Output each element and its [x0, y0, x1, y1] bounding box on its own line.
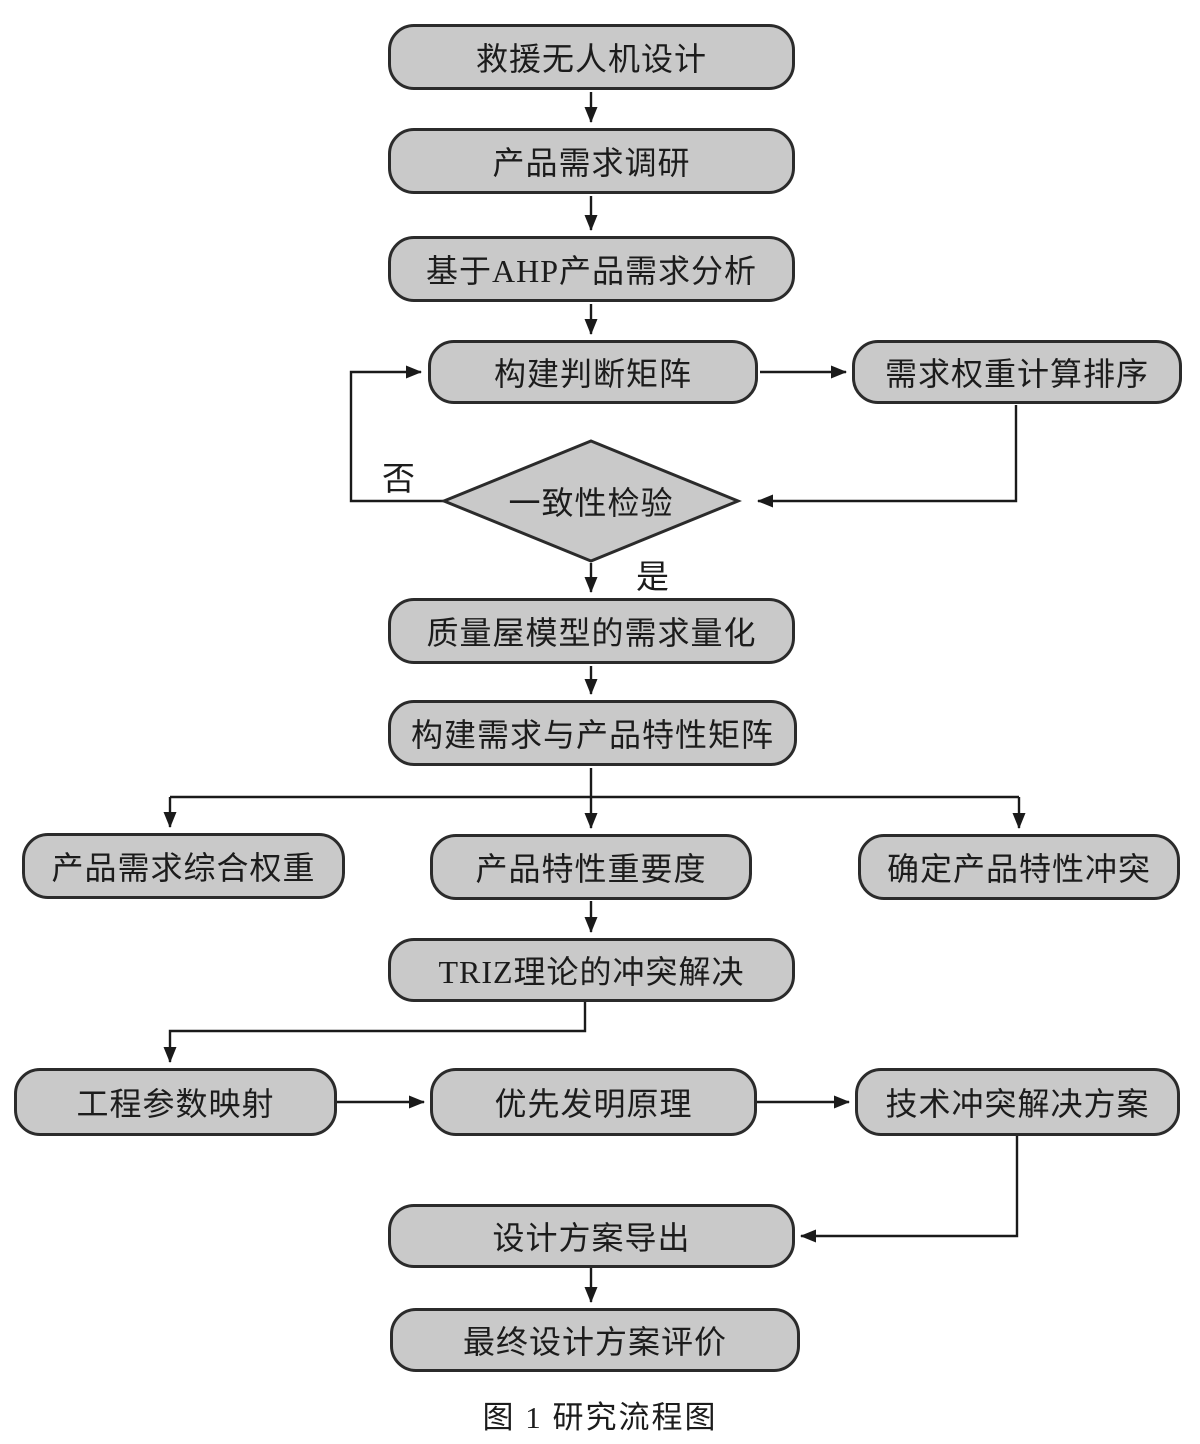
node-triz-conflict-resolution: TRIZ理论的冲突解决 — [388, 938, 795, 1002]
node-priority-invention-principle: 优先发明原理 — [430, 1068, 757, 1136]
arrow-triz-to-engparam — [163, 1002, 587, 1063]
node-design-scheme-export: 设计方案导出 — [388, 1204, 795, 1268]
node-weight-calculation-ranking: 需求权重计算排序 — [852, 340, 1182, 404]
consistency-check-diamond — [440, 439, 742, 563]
node-hoq-requirement-quantification: 质量屋模型的需求量化 — [388, 598, 795, 664]
edge-label-no: 否 — [382, 462, 415, 498]
figure-caption: 图 1 研究流程图 — [482, 1400, 718, 1435]
node-build-judgment-matrix: 构建判断矩阵 — [428, 340, 758, 404]
node-characteristic-importance: 产品特性重要度 — [430, 834, 752, 900]
node-engineering-parameter-mapping: 工程参数映射 — [14, 1068, 337, 1136]
node-determine-characteristic-conflict: 确定产品特性冲突 — [858, 834, 1180, 900]
arrow-weight-to-check — [757, 405, 1018, 508]
node-technical-conflict-solution: 技术冲突解决方案 — [855, 1068, 1180, 1136]
arrow-techsolution-to-export — [800, 1136, 1019, 1243]
node-comprehensive-requirement-weight: 产品需求综合权重 — [22, 833, 345, 899]
edge-label-yes: 是 — [636, 560, 669, 596]
node-product-requirement-research: 产品需求调研 — [388, 128, 795, 194]
arrow-check-no-loop — [349, 365, 444, 503]
node-requirement-characteristic-matrix: 构建需求与产品特性矩阵 — [388, 700, 797, 766]
node-consistency-check-label: 一致性检验 — [508, 485, 674, 521]
node-ahp-requirement-analysis: 基于AHP产品需求分析 — [388, 236, 795, 302]
node-rescue-drone-design: 救援无人机设计 — [388, 24, 795, 90]
node-final-design-evaluation: 最终设计方案评价 — [390, 1308, 800, 1372]
